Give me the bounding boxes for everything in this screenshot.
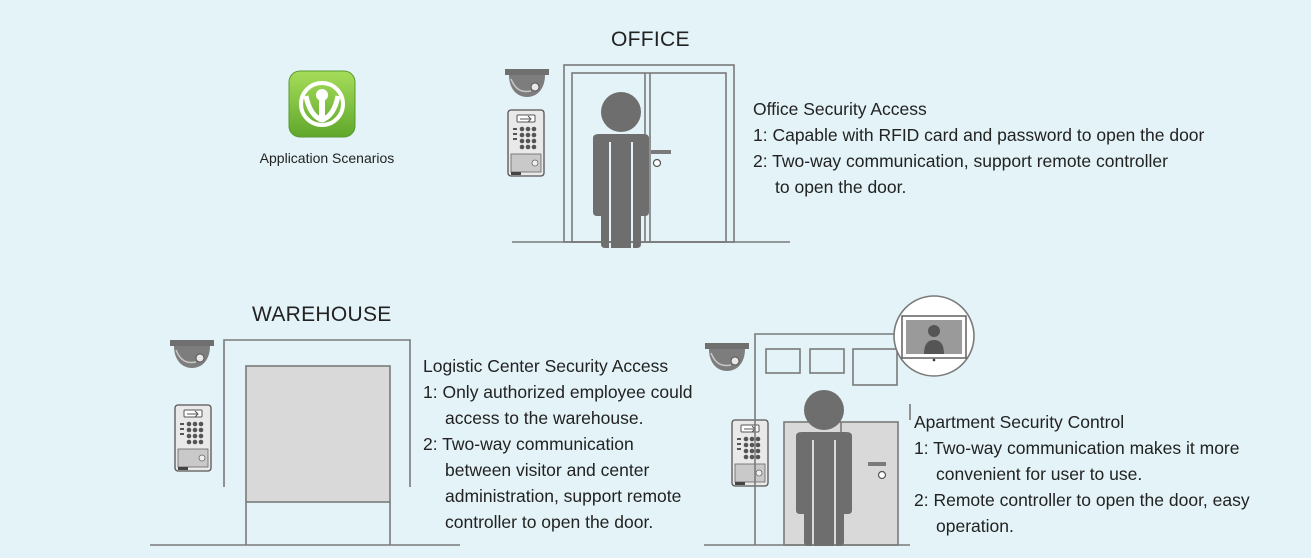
warehouse-point-1: 1: Only authorized employee could — [423, 382, 693, 402]
office-description: Office Security Access 1: Capable with R… — [753, 96, 1204, 200]
apartment-point-2: 2: Remote controller to open the door, e… — [914, 490, 1250, 510]
office-person-icon — [593, 92, 649, 248]
office-heading: Office Security Access — [753, 99, 927, 119]
office-point-2: 2: Two-way communication, support remote… — [753, 151, 1168, 171]
apartment-heading: Apartment Security Control — [914, 412, 1125, 432]
apartment-point-2-cont: operation. — [936, 516, 1014, 536]
application-icon — [288, 70, 356, 138]
application-label: Application Scenarios — [259, 150, 395, 166]
warehouse-point-2-cont-a: between visitor and center — [445, 460, 650, 480]
apartment-point-1-cont: convenient for user to use. — [936, 464, 1143, 484]
apartment-camera-icon — [704, 342, 750, 372]
warehouse-title: WAREHOUSE — [252, 303, 392, 326]
warehouse-scene — [150, 339, 460, 546]
office-point-1: 1: Capable with RFID card and password t… — [753, 125, 1205, 145]
apartment-person-icon — [796, 390, 852, 546]
warehouse-description: Logistic Center Security Access 1: Only … — [423, 353, 692, 535]
office-camera-icon — [504, 68, 550, 98]
office-point-2-cont: to open the door. — [775, 177, 907, 197]
video-monitor-icon — [893, 295, 975, 377]
warehouse-point-2-cont-b: administration, support remote — [445, 486, 682, 506]
warehouse-point-2-cont-c: controller to open the door. — [445, 512, 654, 532]
apartment-description: Apartment Security Control 1: Two-way co… — [914, 409, 1250, 539]
warehouse-point-1-cont: access to the warehouse. — [445, 408, 644, 428]
apartment-keypad-icon — [731, 419, 769, 487]
office-scene — [504, 64, 790, 248]
apartment-point-1: 1: Two-way communication makes it more — [914, 438, 1240, 458]
office-keypad-icon — [507, 109, 545, 177]
office-title: OFFICE — [611, 28, 690, 51]
apartment-scene — [704, 295, 975, 546]
warehouse-keypad-icon — [174, 404, 212, 472]
warehouse-heading: Logistic Center Security Access — [423, 356, 669, 376]
warehouse-point-2: 2: Two-way communication — [423, 434, 634, 454]
warehouse-camera-icon — [169, 339, 215, 369]
